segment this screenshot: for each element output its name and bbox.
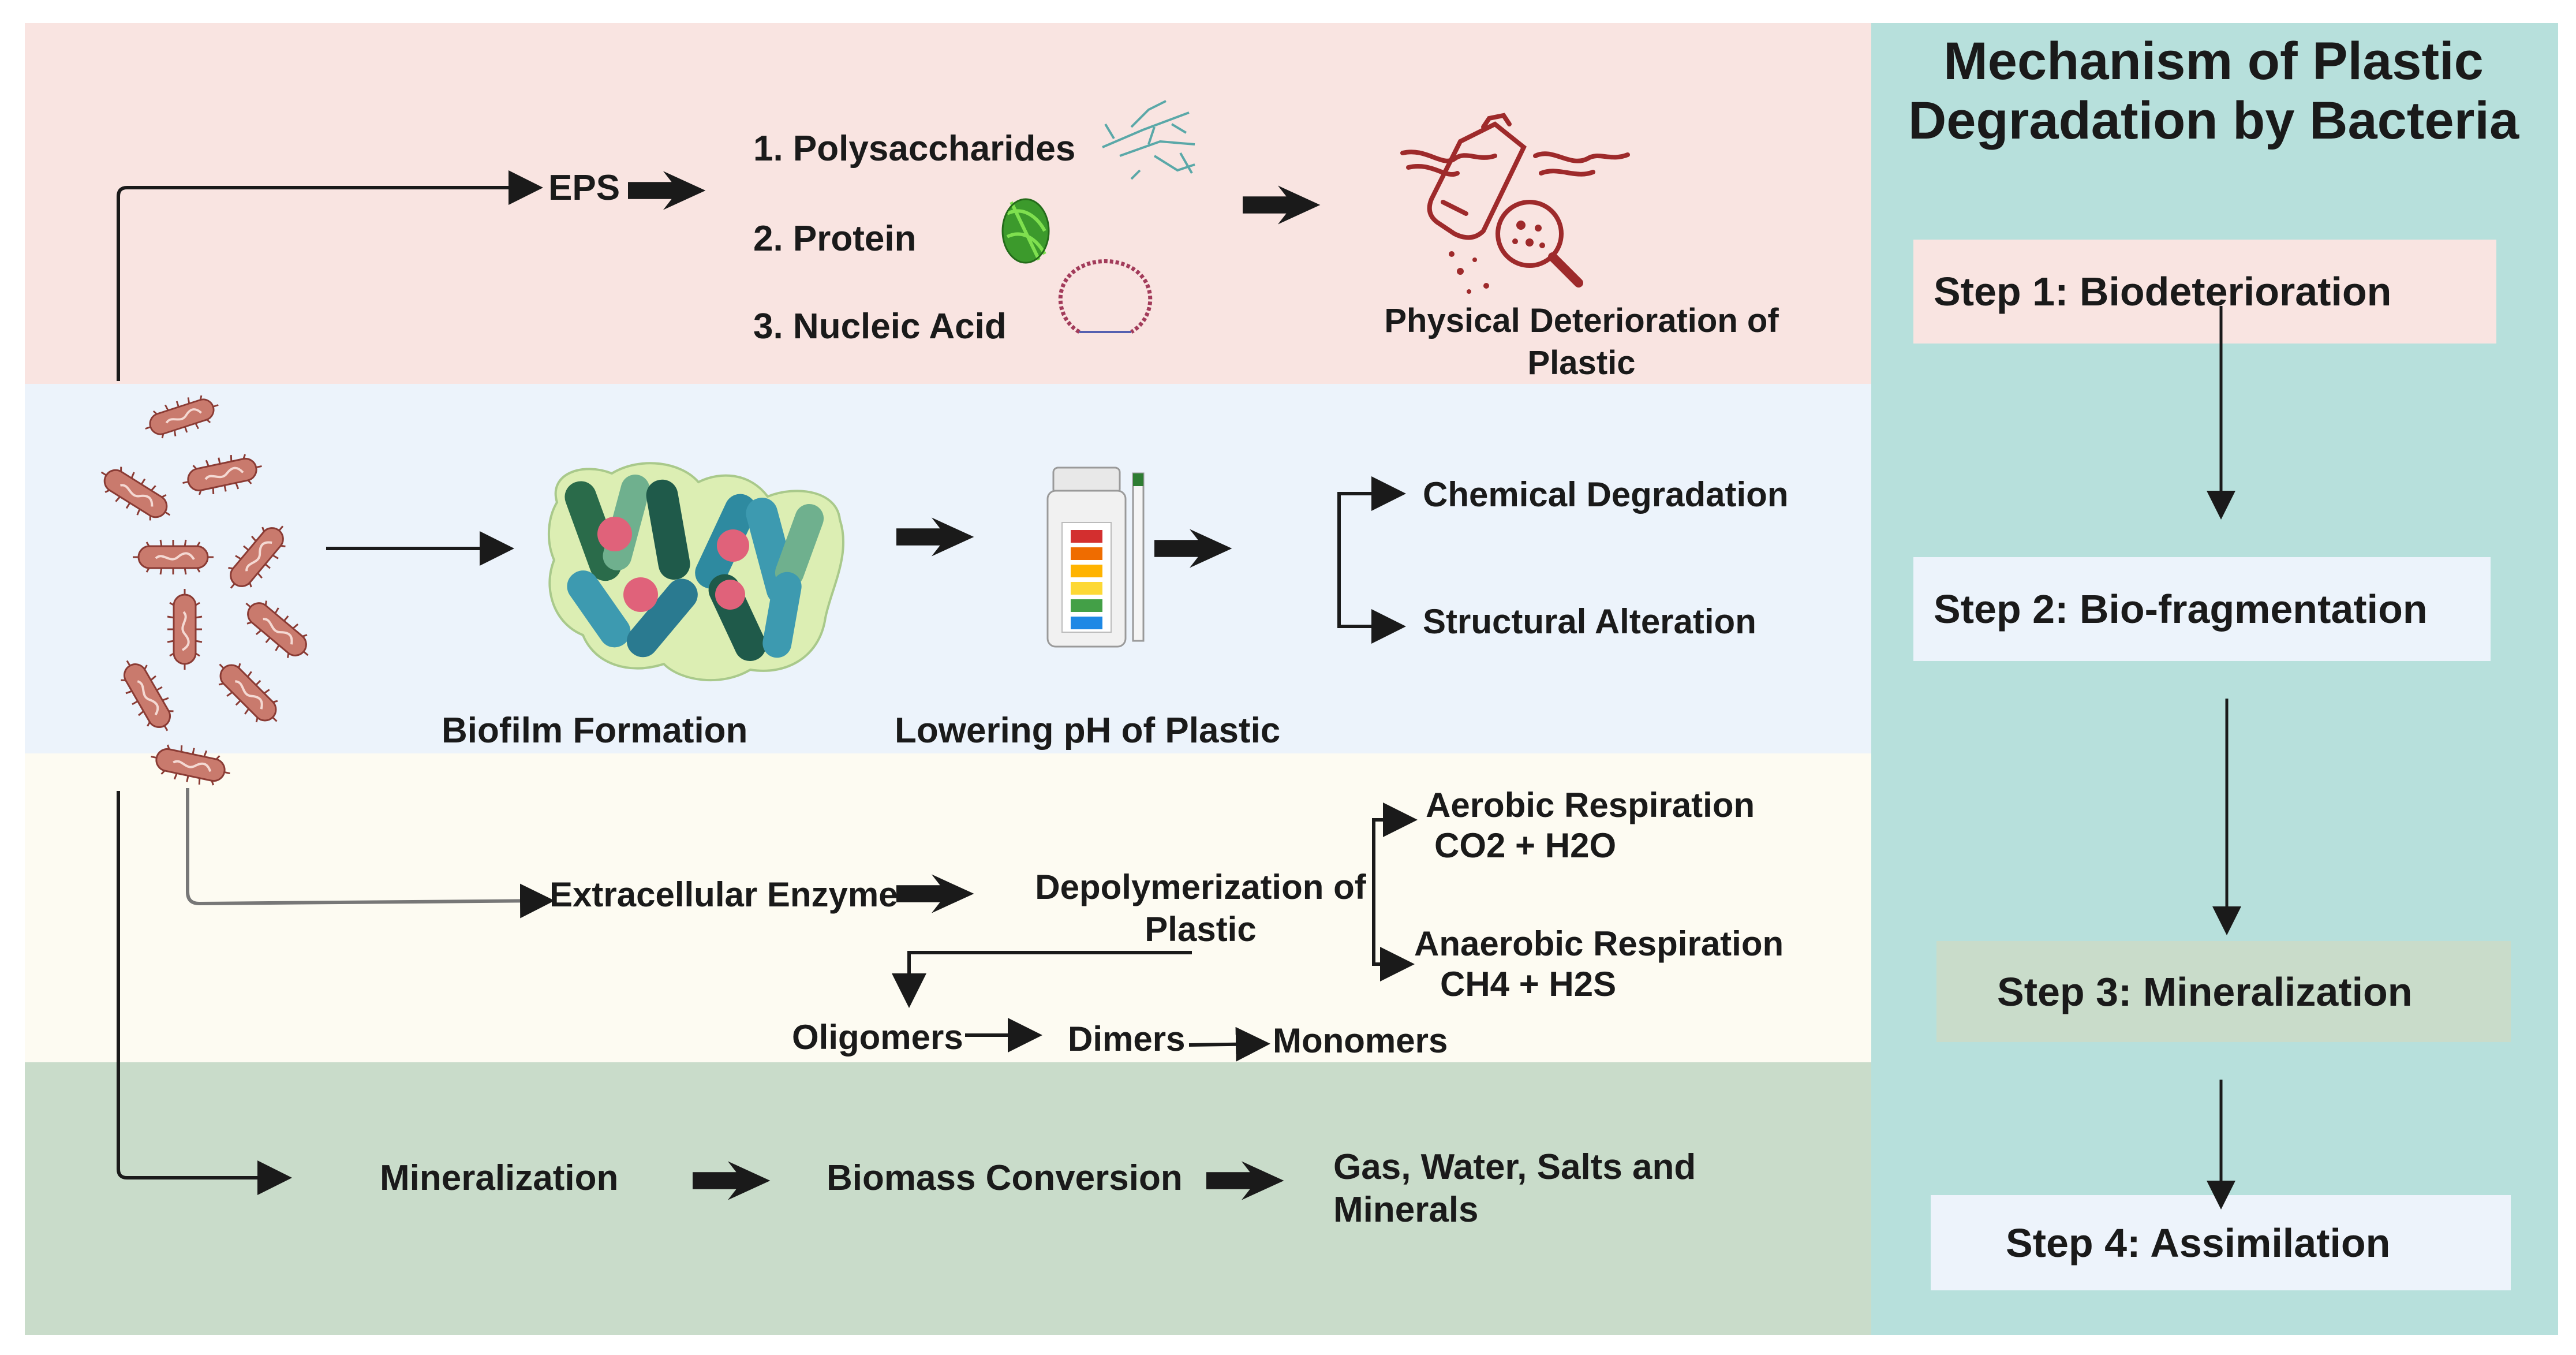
- physical-deterioration-label: Physical Deterioration of Plastic: [1384, 302, 1779, 382]
- step-3-box: Step 3: Mineralization: [1936, 941, 2511, 1042]
- step-2-label: Step 2: Bio-fragmentation: [1934, 587, 2428, 632]
- oligomers-label: Oligomers: [792, 1018, 963, 1057]
- band-assimilation: [25, 1062, 1871, 1335]
- band-mineralization: [25, 753, 1871, 1062]
- band-biodeterioration: [25, 23, 1871, 384]
- extracellular-enzyme-label: Extracellular Enzyme: [549, 875, 898, 914]
- biomass-conversion-label: Biomass Conversion: [827, 1158, 1183, 1198]
- step-2-box: Step 2: Bio-fragmentation: [1913, 557, 2491, 661]
- plastic-bottle-icon: [1400, 113, 1630, 288]
- step-3-label: Step 3: Mineralization: [1997, 969, 2413, 1014]
- chemical-degradation-label: Chemical Degradation: [1423, 475, 1789, 514]
- protein-label: 2. Protein: [753, 219, 917, 259]
- step-1-box: Step 1: Biodeterioration: [1913, 240, 2496, 344]
- biofilm-icon: [548, 462, 845, 682]
- polysaccharides-label: 1. Polysaccharides: [753, 129, 1076, 169]
- anaerobic-products-label: CH4 + H2S: [1440, 965, 1617, 1003]
- nucleic-acid-label: 3. Nucleic Acid: [753, 307, 1007, 346]
- eps-label: EPS: [548, 168, 620, 208]
- protein-icon: [1001, 198, 1050, 264]
- step-4-label: Step 4: Assimilation: [2006, 1220, 2391, 1266]
- ph-indicator-icon: [1046, 466, 1145, 648]
- mineralization-label: Mineralization: [380, 1158, 619, 1198]
- final-products-label: Gas, Water, Salts and Minerals: [1333, 1147, 1696, 1230]
- depolymerization-label: Depolymerization of Plastic: [1035, 868, 1366, 949]
- structural-alteration-label: Structural Alteration: [1423, 602, 1756, 641]
- monomers-label: Monomers: [1273, 1021, 1448, 1060]
- step-1-label: Step 1: Biodeterioration: [1934, 269, 2392, 314]
- biofilm-formation-label: Biofilm Formation: [442, 711, 748, 751]
- anaerobic-respiration-label: Anaerobic Respiration: [1414, 924, 1784, 963]
- nucleic-acid-icon: [1058, 259, 1153, 334]
- polysaccharide-icon: [1102, 100, 1195, 180]
- band-biofragmentation: [25, 384, 1871, 753]
- bacteria-cluster: [91, 388, 320, 792]
- lowering-ph-label: Lowering pH of Plastic: [895, 711, 1281, 751]
- aerobic-respiration-label: Aerobic Respiration: [1426, 786, 1755, 824]
- dimers-label: Dimers: [1068, 1020, 1186, 1058]
- step-4-box: Step 4: Assimilation: [1931, 1195, 2511, 1290]
- diagram-title: Mechanism of Plastic Degradation by Bact…: [1908, 32, 2519, 151]
- aerobic-products-label: CO2 + H2O: [1434, 826, 1617, 865]
